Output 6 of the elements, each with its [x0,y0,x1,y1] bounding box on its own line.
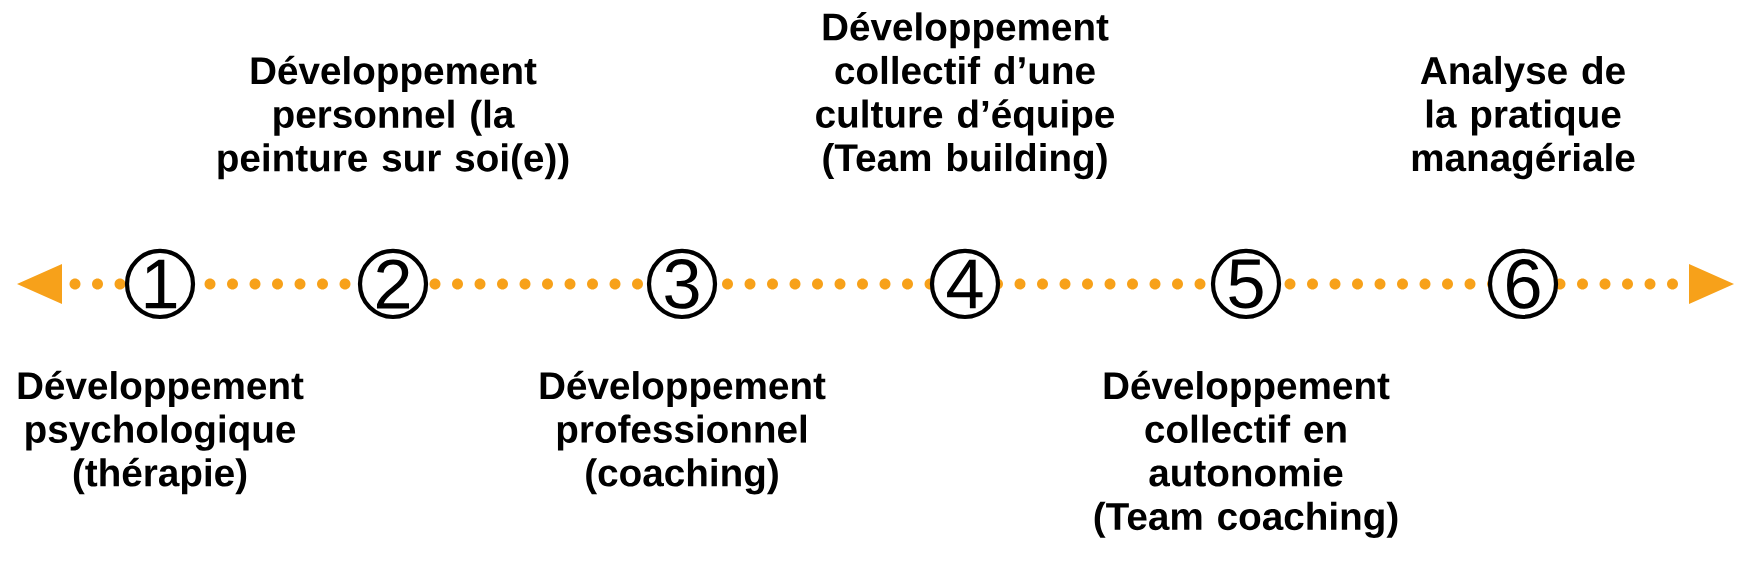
step-caption: Développement psychologique (thérapie) [18,370,304,495]
step-caption: Développement professionnel (coaching) [540,370,826,495]
step-caption: Analyse de la pratique managériale [1412,55,1635,180]
step-caption: Développement collectif d’une culture d’équipe (Team building) [816,12,1115,180]
step-caption: Développement collectif en autonomie (Team coaching) [1094,370,1398,538]
step-caption: Développement personnel (la peinture sur soi(e)) [218,55,569,180]
